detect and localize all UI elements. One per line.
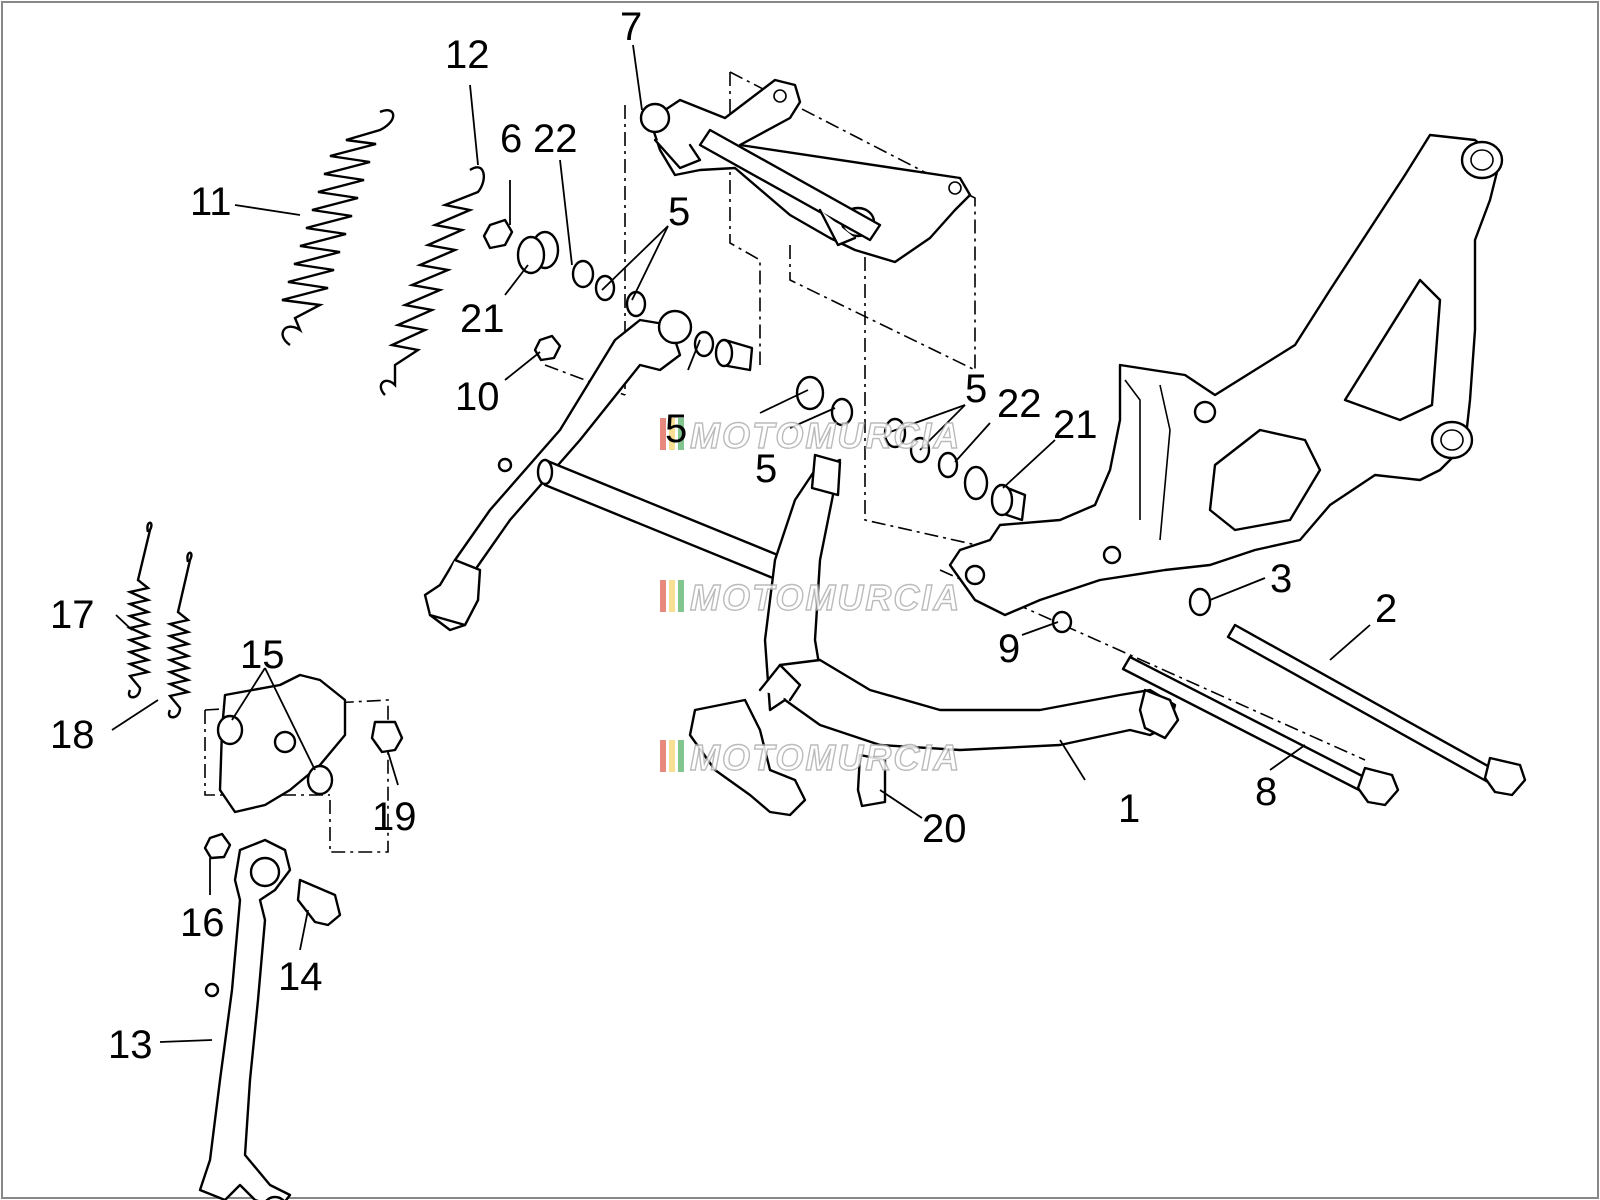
watermark-2: MOTOMURCIA [660, 576, 961, 619]
callout-16: 16 [180, 901, 225, 945]
callout-21-right: 21 [1053, 403, 1098, 447]
callout-6: 6 [500, 117, 522, 161]
callout-5-right: 5 [965, 367, 987, 411]
callout-13: 13 [108, 1023, 153, 1067]
callout-3: 3 [1270, 557, 1292, 601]
watermark-1: MOTOMURCIA [660, 414, 961, 457]
spring-11 [281, 109, 395, 346]
callout-14: 14 [278, 955, 323, 999]
callout-17: 17 [50, 593, 95, 637]
watermark-text: MOTOMURCIA [690, 737, 961, 778]
callout-7: 7 [620, 5, 642, 49]
callout-22-right: 22 [997, 382, 1042, 426]
callout-11: 11 [190, 180, 232, 224]
callout-5-mid-left: 5 [665, 407, 687, 451]
watermark-3: MOTOMURCIA [660, 736, 961, 779]
callout-5-mid: 5 [755, 447, 777, 491]
washers-and-bushings [482, 218, 1212, 808]
callout-21-left: 21 [460, 297, 505, 341]
callout-5-top: 5 [668, 190, 690, 234]
callout-15: 15 [240, 633, 285, 677]
side-stand-bracket [203, 673, 404, 860]
frame-bracket [948, 133, 1504, 617]
callout-20: 20 [922, 807, 967, 851]
callout-10: 10 [455, 375, 500, 419]
callout-8: 8 [1255, 770, 1277, 814]
callout-19: 19 [372, 795, 417, 839]
leader-lines [111, 44, 1371, 1043]
callout-18: 18 [50, 713, 95, 757]
spring-18 [166, 551, 193, 719]
callout-1: 1 [1118, 787, 1140, 831]
bolt-long-8 [1121, 655, 1400, 807]
link-bracket [639, 78, 972, 264]
callout-2: 2 [1375, 587, 1397, 631]
watermark-text: MOTOMURCIA [690, 577, 961, 618]
spring-12 [379, 166, 486, 396]
side-stand [198, 838, 342, 1200]
center-stand [423, 309, 1180, 817]
callout-22-top: 22 [533, 117, 578, 161]
bolt-long-2 [1226, 623, 1527, 797]
watermark-text: MOTOMURCIA [690, 415, 961, 456]
callout-labels: 7 12 6 22 11 5 21 10 5 5 5 22 21 3 2 9 1… [50, 5, 1397, 1067]
callout-12: 12 [445, 33, 490, 77]
callout-9: 9 [998, 627, 1020, 671]
